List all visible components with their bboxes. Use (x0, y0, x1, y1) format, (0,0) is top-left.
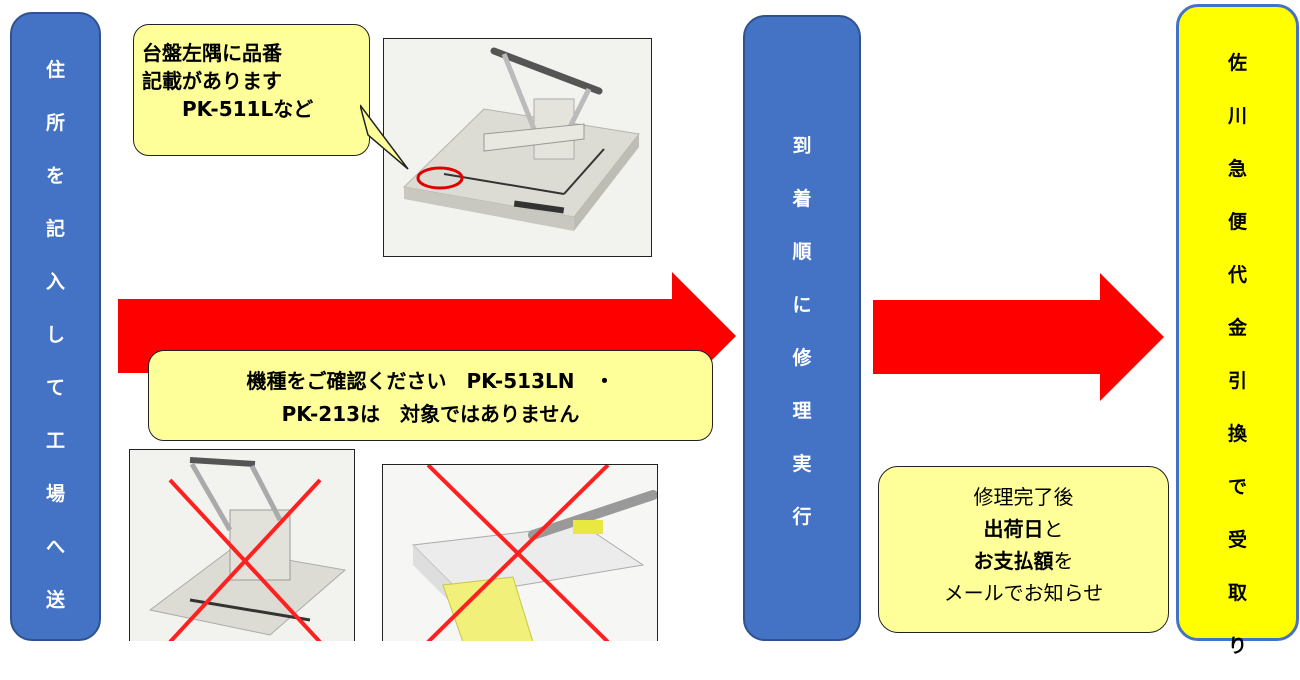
cutter-photo-pk511l (383, 38, 652, 257)
completion-note: 修理完了後 出荷日と お支払額を メールでお知らせ (878, 466, 1169, 633)
step3-char: 急 (1227, 158, 1247, 180)
check-line-1: 機種をご確認ください PK-513LN ・ (246, 369, 615, 393)
step1-char: し (45, 324, 65, 346)
step1-char: 住 (45, 59, 65, 81)
step1-char: 記 (45, 218, 65, 240)
note-line-3-suffix: を (1053, 549, 1074, 573)
callout-line-1: 台盤左隅に品番 (142, 41, 282, 65)
step3-char: 引 (1227, 370, 1247, 392)
excluded-photo-pk213 (382, 464, 658, 641)
cutter-illustration (384, 39, 651, 256)
excluded-cutter-1 (130, 450, 354, 641)
step2-box: 到着順に修理実行 (743, 15, 861, 641)
step1-char: る (45, 642, 65, 664)
note-line-4: メールでお知らせ (943, 581, 1104, 605)
excluded-photo-pk513ln (129, 449, 355, 641)
step3-char: 便 (1227, 211, 1247, 233)
step1-char: 送 (45, 589, 65, 611)
step2-char: 行 (792, 506, 812, 528)
step3-char: 取 (1227, 582, 1247, 604)
payment-amount-text: お支払額 (973, 549, 1054, 573)
arrow-right-2 (873, 273, 1164, 401)
step1-char: て (45, 377, 65, 399)
note-line-1: 修理完了後 (973, 485, 1074, 509)
step3-char: で (1227, 476, 1247, 498)
step3-char: 佐 (1227, 52, 1247, 74)
step1-box: 住所を記入して工場へ送る (10, 12, 101, 664)
step3-char: り (1227, 635, 1247, 657)
step2-char: に (792, 294, 812, 316)
step2-char: 修 (792, 347, 812, 369)
step3-char: 換 (1227, 423, 1247, 445)
step2-char: 理 (792, 400, 812, 422)
model-number-callout: 台盤左隅に品番 記載があります PK-511Lなど (133, 24, 370, 156)
check-line-2: PK-213は 対象ではありません (281, 402, 580, 426)
step1-char: 所 (45, 112, 65, 134)
callout-pointer (360, 104, 409, 170)
step1-char: へ (45, 536, 65, 558)
step2-char: 到 (792, 135, 812, 157)
step3-char: 代 (1227, 264, 1247, 286)
note-line-2-suffix: と (1043, 517, 1064, 541)
step2-char: 順 (792, 241, 812, 263)
excluded-cutter-2 (383, 465, 657, 641)
model-check-callout: 機種をご確認ください PK-513LN ・ PK-213は 対象ではありません (148, 350, 713, 441)
note-line-3: お支払額を (879, 545, 1168, 577)
step3-box: 佐川急便代金引換で受取り (1176, 4, 1299, 657)
step1-char: 入 (45, 271, 65, 293)
step2-char: 着 (792, 188, 812, 210)
step2-char: 実 (792, 453, 812, 475)
step1-char: 場 (45, 483, 65, 505)
callout-line-2: 記載があります (142, 69, 282, 93)
callout-line-3: PK-511Lなど (182, 97, 314, 121)
step3-char: 川 (1227, 105, 1247, 127)
step3-char: 金 (1227, 317, 1247, 339)
step1-char: を (45, 165, 65, 187)
step3-char: 受 (1227, 529, 1247, 551)
note-line-2: 出荷日と (879, 513, 1168, 545)
step1-char: 工 (45, 430, 65, 452)
ship-date-text: 出荷日 (983, 517, 1044, 541)
